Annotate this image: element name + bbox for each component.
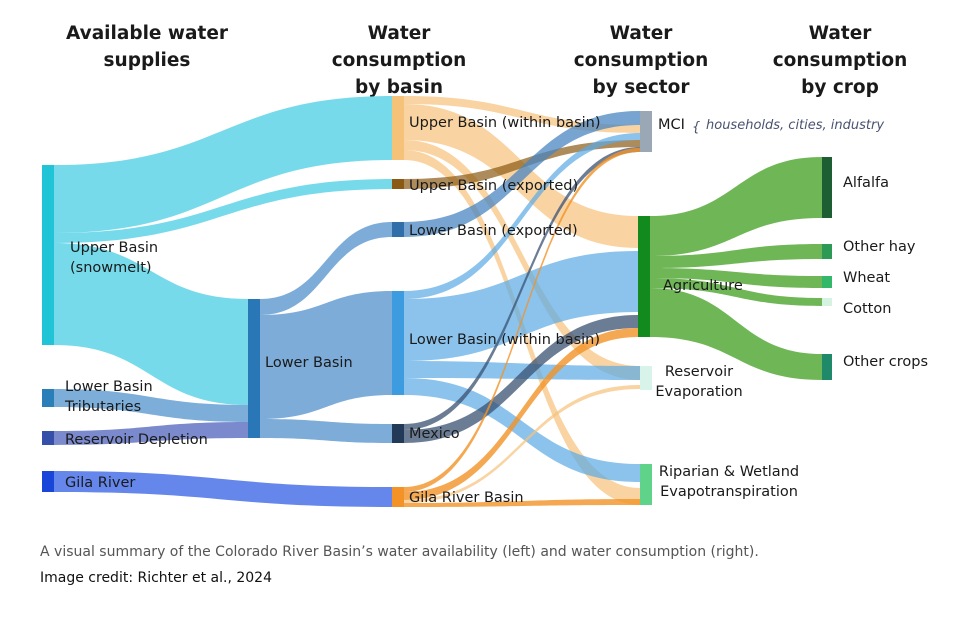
link-lb_within-to-mci xyxy=(404,133,640,299)
label-mci: MCI xyxy=(658,117,685,133)
node-other-hay xyxy=(822,244,832,259)
header-consumption-by-basin: Water consumption by basin xyxy=(331,23,467,98)
label-cotton: Cotton xyxy=(843,301,891,317)
label-lb-within: Lower Basin (within basin) xyxy=(409,332,600,348)
label-ub-exported: Upper Basin (exported) xyxy=(409,178,578,194)
link-agriculture-to-cotton xyxy=(650,278,822,306)
label-lower-basin: Lower Basin xyxy=(265,355,353,371)
link-gila_basin-to-reservoir_evap xyxy=(404,385,640,503)
link-mexico-to-mci xyxy=(404,147,640,430)
figure-caption: A visual summary of the Colorado River B… xyxy=(40,544,759,560)
label-other-crops: Other crops xyxy=(843,354,928,370)
node-gila-basin xyxy=(392,487,404,507)
label-other-hay: Other hay xyxy=(843,239,916,255)
node-alfalfa xyxy=(822,157,832,218)
link-upper_snow-to-ub_within xyxy=(54,96,392,233)
link-lower_basin-to-mexico xyxy=(260,419,392,443)
node-riparian xyxy=(640,464,652,505)
label-wheat: Wheat xyxy=(843,270,890,286)
link-lb_within-to-riparian xyxy=(404,378,640,482)
node-gila-river xyxy=(42,471,54,492)
node-lb-exported xyxy=(392,222,404,237)
node-lower-trib xyxy=(42,389,54,407)
label-ub-within: Upper Basin (within basin) xyxy=(409,115,601,131)
link-lb_exported-to-mci xyxy=(404,111,640,237)
node-ub-exported xyxy=(392,179,404,189)
node-cotton xyxy=(822,298,832,306)
label-gila-river: Gila River xyxy=(65,475,135,491)
node-reservoir-evap xyxy=(640,366,652,390)
link-gila_basin-to-agriculture xyxy=(404,328,638,500)
link-lb_within-to-reservoir_evap xyxy=(404,361,640,380)
node-res-depl xyxy=(42,431,54,445)
link-ub_within-to-reservoir_evap xyxy=(404,140,640,380)
node-lower-basin xyxy=(248,299,260,438)
link-agriculture-to-wheat xyxy=(650,268,822,288)
label-mci-note: households, cities, industry xyxy=(706,118,884,133)
link-gila_basin-to-mci xyxy=(404,148,640,492)
node-ub-within xyxy=(392,96,404,160)
brace-icon: { xyxy=(692,120,700,135)
label-alfalfa: Alfalfa xyxy=(843,175,889,191)
link-agriculture-to-alfalfa xyxy=(650,157,822,256)
image-credit: Image credit: Richter et al., 2024 xyxy=(40,570,272,586)
link-res_depl-to-lower_basin xyxy=(54,422,248,445)
sankey-nodes xyxy=(42,96,832,507)
link-agriculture-to-other_hay xyxy=(650,244,822,268)
link-gila_basin-to-riparian xyxy=(404,499,640,507)
node-agriculture xyxy=(638,216,650,337)
node-other-crops xyxy=(822,354,832,380)
label-lb-exported: Lower Basin (exported) xyxy=(409,223,578,239)
label-agriculture: Agriculture xyxy=(663,278,743,294)
link-ub_exported-to-mci xyxy=(404,140,640,189)
label-upper-snow: Upper Basin(snowmelt) xyxy=(70,240,158,276)
link-upper_snow-to-ub_exported xyxy=(54,179,392,243)
node-mexico xyxy=(392,424,404,443)
label-gila-basin: Gila River Basin xyxy=(409,490,524,506)
link-lower_basin-to-lb_exported xyxy=(260,222,392,315)
node-mci xyxy=(640,111,652,152)
link-mexico-to-agriculture xyxy=(404,315,638,443)
header-consumption-by-crop: Water consumption by crop xyxy=(772,23,908,98)
link-lb_within-to-agriculture xyxy=(404,251,638,361)
link-lower_basin-to-lb_within xyxy=(260,291,392,419)
label-mexico: Mexico xyxy=(409,426,460,442)
header-consumption-by-sector: Water consumption by sector xyxy=(573,23,709,98)
sankey-links xyxy=(54,96,822,507)
link-upper_snow-to-lower_basin xyxy=(54,243,248,405)
node-lb-within xyxy=(392,291,404,395)
link-gila_river-to-gila_basin xyxy=(54,471,392,507)
node-wheat xyxy=(822,276,832,288)
label-res-depl: Reservoir Depletion xyxy=(65,432,208,448)
header-available-supplies: Available water supplies xyxy=(65,23,229,71)
link-lower_trib-to-lower_basin xyxy=(54,389,248,422)
node-upper-snow xyxy=(42,165,54,345)
link-agriculture-to-other_crops xyxy=(650,288,822,380)
